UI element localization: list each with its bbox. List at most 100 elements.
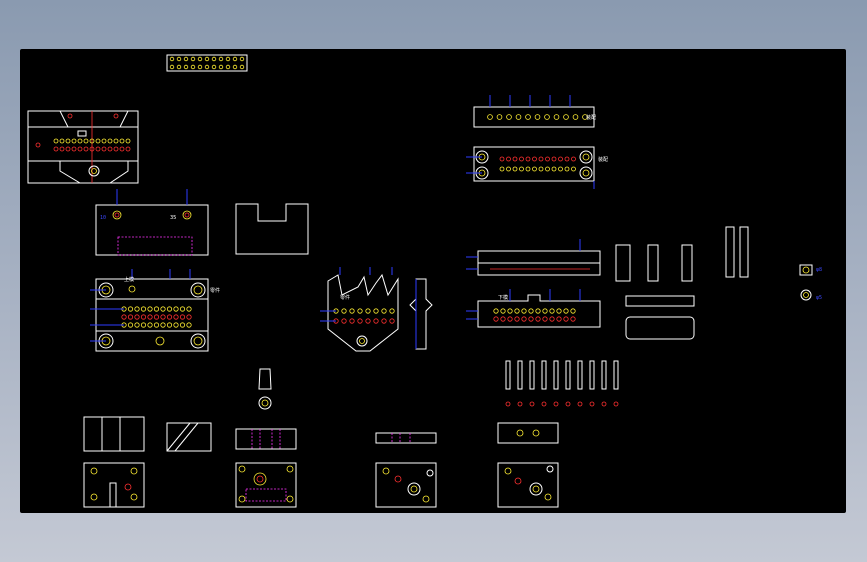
hole bbox=[225, 64, 231, 70]
hole bbox=[521, 316, 527, 322]
hole bbox=[53, 138, 59, 144]
hole bbox=[528, 308, 534, 314]
hole bbox=[521, 308, 527, 314]
hole bbox=[563, 308, 569, 314]
hole bbox=[125, 146, 131, 152]
hole bbox=[160, 306, 166, 312]
upper-plate-side-view: 10 35 bbox=[95, 189, 209, 256]
hole bbox=[507, 308, 513, 314]
cad-drawing-canvas[interactable]: 10 35 上模 零件 零件 bbox=[20, 49, 846, 513]
punch-pin-hole bbox=[577, 401, 583, 407]
hole bbox=[525, 166, 531, 172]
hole bbox=[532, 166, 537, 172]
hole bbox=[211, 56, 217, 62]
hole bbox=[499, 166, 505, 172]
hole bbox=[232, 64, 238, 70]
right-middle-plate: 下模 bbox=[466, 289, 601, 328]
punch-pin bbox=[505, 360, 511, 390]
top-right-strip-view: 装配 bbox=[473, 95, 596, 128]
hole bbox=[134, 322, 140, 328]
hole bbox=[65, 146, 71, 152]
punch-pin-hole bbox=[613, 401, 619, 407]
hole bbox=[373, 318, 379, 324]
hole bbox=[239, 64, 245, 70]
punch-pin bbox=[577, 360, 583, 390]
hole bbox=[59, 146, 65, 152]
hole bbox=[506, 166, 511, 172]
hole bbox=[107, 138, 113, 144]
hole bbox=[89, 146, 95, 152]
hole bbox=[538, 166, 544, 172]
hole bbox=[134, 306, 140, 312]
hole bbox=[545, 166, 550, 172]
hole bbox=[166, 322, 173, 328]
hole bbox=[389, 318, 395, 324]
hole bbox=[365, 308, 371, 314]
hole bbox=[551, 166, 557, 172]
hole bbox=[538, 156, 544, 162]
hole bbox=[153, 314, 160, 320]
punch-pin-hole bbox=[589, 401, 595, 407]
hole bbox=[512, 166, 518, 172]
hole bbox=[570, 316, 576, 322]
mid-right-title: 下模 bbox=[498, 294, 508, 301]
hole bbox=[83, 146, 89, 152]
hole bbox=[113, 138, 119, 144]
center-fork-view: 零件 bbox=[320, 267, 399, 352]
punch-pin-hole bbox=[505, 401, 511, 407]
hole bbox=[389, 308, 395, 314]
hole bbox=[493, 316, 499, 322]
hole bbox=[176, 64, 182, 70]
hole bbox=[545, 156, 550, 162]
hole bbox=[493, 308, 499, 314]
svg-text:10: 10 bbox=[100, 215, 106, 221]
hole bbox=[211, 64, 217, 70]
hole bbox=[506, 114, 512, 120]
hole bbox=[542, 316, 548, 322]
hole bbox=[357, 318, 363, 324]
hole bbox=[549, 316, 555, 322]
punch-pin-hole bbox=[601, 401, 607, 407]
punch-pin bbox=[613, 360, 619, 390]
hole bbox=[166, 314, 173, 320]
hole bbox=[549, 308, 555, 314]
hole bbox=[232, 56, 238, 62]
hole bbox=[558, 156, 563, 162]
hole bbox=[564, 156, 570, 162]
punch-pin bbox=[517, 360, 523, 390]
hole bbox=[83, 138, 89, 144]
hole bbox=[558, 166, 563, 172]
hole bbox=[197, 56, 203, 62]
hole bbox=[53, 146, 59, 152]
hole bbox=[134, 314, 140, 320]
hole bbox=[183, 56, 189, 62]
hole bbox=[119, 138, 125, 144]
hole bbox=[381, 308, 387, 314]
hole bbox=[553, 114, 560, 120]
hole bbox=[169, 64, 175, 70]
hole bbox=[239, 56, 245, 62]
svg-text:35: 35 bbox=[170, 215, 176, 221]
hole bbox=[169, 56, 175, 62]
hole bbox=[121, 314, 127, 320]
hole bbox=[528, 316, 534, 322]
hole bbox=[179, 322, 186, 328]
hole bbox=[571, 166, 576, 172]
hole bbox=[499, 156, 505, 162]
hole bbox=[500, 316, 506, 322]
hole bbox=[71, 138, 77, 144]
hole bbox=[173, 306, 179, 312]
hole bbox=[190, 56, 196, 62]
cad-drawing-viewport[interactable]: 10 35 上模 零件 零件 bbox=[20, 49, 846, 513]
punch-pin-hole bbox=[517, 401, 523, 407]
hole bbox=[113, 146, 119, 152]
hole bbox=[512, 156, 518, 162]
svg-text:φ8: φ8 bbox=[816, 267, 822, 273]
hole bbox=[127, 314, 134, 320]
punch-pin bbox=[541, 360, 547, 390]
right-middle-strip bbox=[466, 239, 601, 276]
hole bbox=[570, 308, 576, 314]
hole bbox=[341, 308, 347, 314]
hole bbox=[176, 56, 182, 62]
hole bbox=[77, 146, 83, 152]
